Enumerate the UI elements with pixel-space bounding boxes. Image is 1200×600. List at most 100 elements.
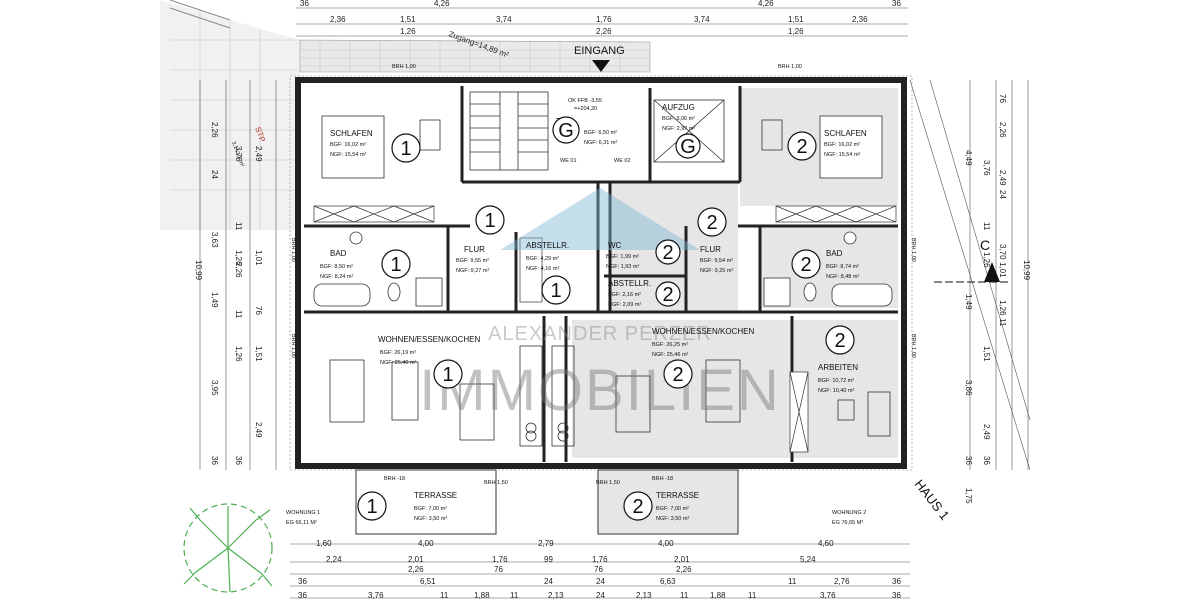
- room-bgf: BGF: 16,02 m²: [330, 142, 366, 148]
- room-flur-2: 2 FLUR BGF: 9,54 m² NGF: 9,25 m²: [697, 207, 733, 274]
- dim-text: 1,51: [254, 346, 263, 362]
- room-ngf: NGF: 6,31 m²: [584, 140, 617, 146]
- room-bgf: BGF: 26,19 m²: [380, 350, 416, 356]
- unit-number: 2: [662, 284, 673, 306]
- room-ngf: NGF: 3,50 m²: [414, 516, 447, 522]
- dim-text: 11: [680, 591, 689, 600]
- unit-number: 2: [834, 330, 845, 352]
- dim-text: 2,49: [998, 170, 1007, 186]
- room-terrasse-2: 2 TERRASSE BGF: 7,00 m² NGF: 3,50 m²: [623, 491, 699, 522]
- unit-circle: [433, 359, 463, 389]
- unit-letter: G: [680, 136, 696, 158]
- unit2-name: WOHNUNG 2: [832, 510, 866, 516]
- dim-text: 1,26: [234, 250, 243, 266]
- room-bgf: BGF: 1,99 m²: [606, 254, 639, 260]
- dim-text: 6,63: [660, 577, 676, 586]
- dim-text: 11: [234, 310, 243, 319]
- dim-text: 3,74: [694, 15, 710, 24]
- room-wohnen-2: WOHNEN/ESSEN/KOCHEN BGF: 26,25 m² NGF: 2…: [652, 327, 754, 389]
- dim-text: 36: [298, 591, 307, 600]
- brh-label: BRH -18: [384, 476, 405, 482]
- unit1-name: WOHNUNG 1: [286, 510, 320, 516]
- dim-text: 76: [494, 565, 503, 574]
- room-bgf: BGF: 8,74 m²: [826, 264, 859, 270]
- brh-label: BRH 1,50: [484, 480, 508, 486]
- room-ngf: NGF: 25,46 m²: [652, 352, 689, 358]
- brh-label: BRH 1,00: [290, 238, 296, 262]
- room-name: FLUR: [464, 245, 485, 254]
- dim-text: 3,74: [496, 15, 512, 24]
- dim-text: 4,26: [434, 0, 450, 8]
- dim-text: 2,26: [676, 565, 692, 574]
- dim-text: 10,99: [1022, 260, 1031, 281]
- room-bgf: BGF: 4,29 m²: [526, 256, 559, 262]
- dim-text: 11: [788, 577, 797, 586]
- dim-text: 11: [748, 591, 757, 600]
- unit-circle: [541, 275, 571, 305]
- watermark-top-text: ALEXANDER PERZER: [488, 323, 712, 345]
- room-ngf: NGF: 15,54 m²: [824, 152, 861, 158]
- tree-icon: [183, 503, 273, 593]
- dim-text: 2,13: [636, 591, 652, 600]
- dim-text: 2,26: [998, 122, 1007, 138]
- room-name: WOHNEN/ESSEN/KOCHEN: [652, 327, 754, 336]
- interior-walls: [304, 86, 898, 462]
- terraces: [355, 469, 739, 535]
- dim-text: 2,24: [326, 555, 342, 564]
- room-bgf: BGF: 6,50 m²: [584, 130, 617, 136]
- beds: [321, 115, 883, 179]
- dim-text: 4,49: [964, 150, 973, 166]
- room-name: TERRASSE: [656, 491, 699, 500]
- dim-text: 10,99: [194, 260, 203, 281]
- room-ngf: NGF: 8,48 m²: [826, 274, 859, 280]
- room-name: SCHLAFEN: [330, 129, 373, 138]
- room-ngf: NGF: 9,25 m²: [700, 268, 733, 274]
- unit-circle: [655, 281, 681, 307]
- unit-number: 1: [484, 210, 495, 232]
- dim-text: 2,79: [538, 539, 554, 548]
- dim-text: 5,24: [800, 555, 816, 564]
- room-name: ABSTELLR.: [608, 279, 651, 288]
- room-terrasse-1: 1 TERRASSE BGF: 7,00 m² NGF: 3,50 m²: [357, 491, 457, 522]
- dim-text: 36: [892, 0, 901, 8]
- unit-circle: [391, 133, 421, 163]
- dim-text: 11: [510, 591, 519, 600]
- room-ngf: NGF: 2,97 m²: [662, 126, 695, 132]
- dim-text: 6,51: [420, 577, 436, 586]
- brh-label: BRH 1,00: [910, 334, 916, 358]
- dim-text: 2,26: [596, 27, 612, 36]
- dim-text: 1,26: [998, 300, 1007, 316]
- bottom-dimensions: 1,60 4,00 2,79 4,00 4,60 2,24 2,01 1,76 …: [298, 539, 901, 600]
- unit-circle: [787, 131, 817, 161]
- room-ngf: NGF: 15,54 m²: [330, 152, 367, 158]
- ok-ffb-label: OK FFB -3,55: [568, 98, 602, 104]
- dim-text: 3,76: [234, 146, 243, 162]
- brh-label: BRH -18: [652, 476, 673, 482]
- room-bgf: BGF: 7,00 m²: [656, 506, 689, 512]
- section-arrow-icon: [984, 262, 1000, 282]
- elevator: [653, 99, 725, 163]
- unit-number: 2: [706, 212, 717, 234]
- room-name: AUFZUG: [662, 103, 695, 112]
- dim-text: 2,01: [674, 555, 690, 564]
- room-name: FLUR: [700, 245, 721, 254]
- room-arbeiten: 2 ARBEITEN BGF: 10,72 m² NGF: 10,40 m²: [818, 325, 858, 394]
- right-dimensions: 10,99 4,49 1,49 3,86 36 2,26 3,76 2,49 1…: [964, 94, 1031, 504]
- room-abstellr-1: ABSTELLR. BGF: 4,29 m² NGF: 4,16 m² 1: [526, 241, 571, 305]
- room-name: ABSTELLR.: [526, 241, 569, 250]
- unit-circle: [475, 205, 505, 235]
- dim-text: 1,51: [788, 15, 804, 24]
- room-ths: THS BGF: 6,50 m² NGF: 6,31 m² G: [552, 116, 617, 146]
- room-ngf: NGF: 10,40 m²: [818, 388, 855, 394]
- living-furniture: [329, 345, 891, 447]
- room-schlafen-1: SCHLAFEN BGF: 16,02 m² NGF: 15,54 m² 1: [330, 129, 421, 163]
- entrance-label: EINGANG: [574, 45, 625, 57]
- brh-label: BRH 1,00: [290, 334, 296, 358]
- dim-text: 1,26: [788, 27, 804, 36]
- dim-text: 4,00: [418, 539, 434, 548]
- dim-text: 76: [254, 306, 263, 315]
- unit-number: 1: [442, 364, 453, 386]
- dim-text: 4,26: [758, 0, 774, 8]
- dim-text: 11: [440, 591, 449, 600]
- room-bad-1: BAD BGF: 8,50 m² NGF: 8,24 m² 1: [320, 249, 411, 280]
